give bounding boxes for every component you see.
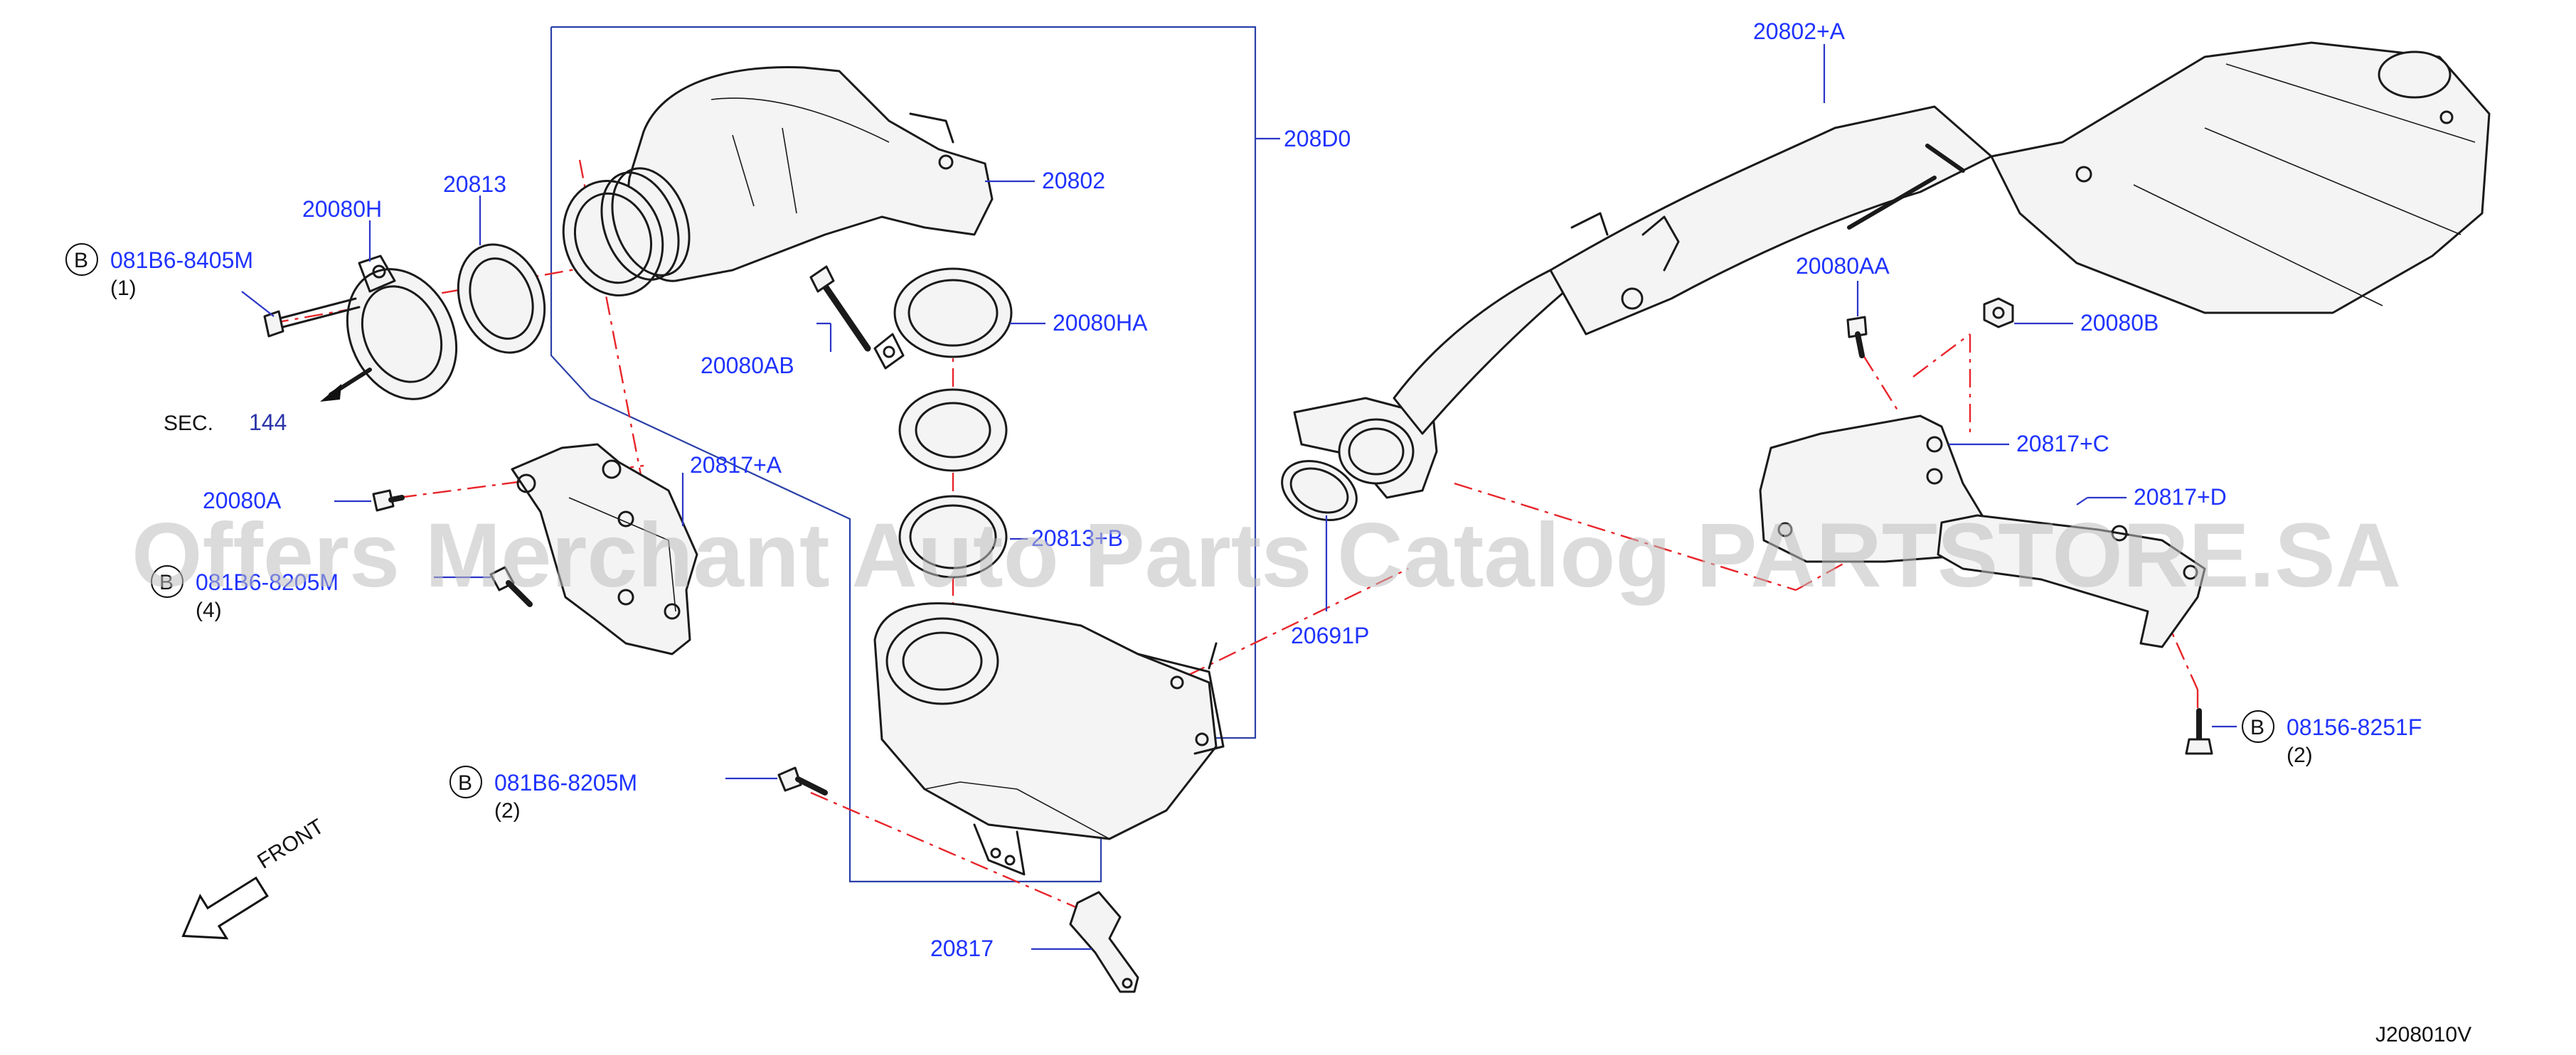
section-prefix: SEC. xyxy=(164,412,213,435)
callout-20080ha[interactable]: 20080HA xyxy=(1053,310,1148,336)
bolt-qty-3: (2) xyxy=(494,799,521,823)
bolt-code-1[interactable]: 081B6-8405M xyxy=(110,247,253,273)
sec-144-arrow xyxy=(320,368,372,402)
bolt-callout-1[interactable]: B 081B6-8405M (1) xyxy=(65,243,253,300)
group-box-label[interactable]: 208D0 xyxy=(1284,126,1351,151)
bolt-marker: B xyxy=(458,771,472,795)
bolt-qty-1: (1) xyxy=(110,277,137,300)
bolt-code-4[interactable]: 08156-8251F xyxy=(2287,714,2422,740)
bracket-20817a[interactable] xyxy=(511,443,698,655)
watermark: Offers Merchant Auto Parts Catalog PARTS… xyxy=(132,505,2401,606)
diagram-code: J208010V xyxy=(2375,1023,2471,1046)
bolt-081b6-8205m-4[interactable] xyxy=(489,566,533,607)
bolt-marker: B xyxy=(159,571,174,594)
callout-20080ab[interactable]: 20080AB xyxy=(701,353,794,378)
front-direction-indicator: FRONT xyxy=(181,815,328,940)
callout-20080h[interactable]: 20080H xyxy=(302,196,382,222)
callout-20080aa[interactable]: 20080AA xyxy=(1796,253,1890,279)
section-reference[interactable]: SEC. 144 xyxy=(164,409,287,435)
bolt-08156-8251f[interactable] xyxy=(2185,708,2213,755)
callout-20802a[interactable]: 20802+A xyxy=(1753,18,1846,44)
bolt-callout-2[interactable]: B 081B6-8205M (4) xyxy=(151,565,339,622)
callout-20813[interactable]: 20813 xyxy=(443,171,506,197)
bolt-20080aa[interactable] xyxy=(1846,316,1868,358)
bolt-081b6-8205m-2[interactable] xyxy=(777,766,828,796)
bolt-20080a[interactable] xyxy=(372,489,405,512)
catalytic-converter-20802[interactable] xyxy=(548,65,994,309)
nut-20080b[interactable] xyxy=(1983,297,2014,328)
callout-20817[interactable]: 20817 xyxy=(930,936,994,961)
section-number[interactable]: 144 xyxy=(249,409,287,435)
bolt-callout-4[interactable]: B 08156-8251F (2) xyxy=(2242,710,2422,767)
front-label: FRONT xyxy=(253,815,328,874)
bolt-marker: B xyxy=(74,249,88,272)
bracket-20817d[interactable] xyxy=(1937,514,2206,648)
bracket-20817[interactable] xyxy=(1069,891,1139,993)
bolt-20080ab[interactable] xyxy=(809,265,871,352)
callout-20817c[interactable]: 20817+C xyxy=(2016,431,2109,456)
callout-20080a[interactable]: 20080A xyxy=(203,488,282,513)
bolt-081b6-8405m[interactable] xyxy=(263,297,361,338)
bolt-code-3[interactable]: 081B6-8205M xyxy=(494,770,637,796)
gasket-ring-a[interactable] xyxy=(898,388,1008,472)
exhaust-clamp-20080h[interactable] xyxy=(327,251,477,417)
bolt-qty-2: (4) xyxy=(196,599,222,622)
front-arrow-icon xyxy=(181,876,269,940)
bolt-marker: B xyxy=(2250,716,2264,739)
leader-lines xyxy=(241,44,2237,950)
callout-20802[interactable]: 20802 xyxy=(1042,168,1105,193)
bolt-qty-4: (2) xyxy=(2287,744,2313,767)
gasket-20691p[interactable] xyxy=(1272,449,1366,531)
bolt-callout-3[interactable]: B 081B6-8205M (2) xyxy=(449,766,637,823)
gasket-20813b[interactable] xyxy=(898,495,1008,579)
callouts: 20802+A 20802 20080H 20813 20080HA 20080… xyxy=(203,18,2227,961)
bolt-code-2[interactable]: 081B6-8205M xyxy=(196,569,339,595)
gasket-20813[interactable] xyxy=(444,232,559,365)
center-pipe-muffler-20802a[interactable] xyxy=(1293,41,2491,499)
underfloor-converter[interactable] xyxy=(873,602,1225,876)
exhaust-clamp-20080ha[interactable] xyxy=(873,267,1013,370)
group-box-208d0: 208D0 xyxy=(550,26,1351,883)
callout-20817d[interactable]: 20817+D xyxy=(2134,484,2227,510)
callout-20691p[interactable]: 20691P xyxy=(1291,623,1369,648)
callout-20813b[interactable]: 20813+B xyxy=(1031,525,1123,551)
callout-20080b[interactable]: 20080B xyxy=(2080,310,2159,336)
callout-20817a[interactable]: 20817+A xyxy=(690,452,782,478)
